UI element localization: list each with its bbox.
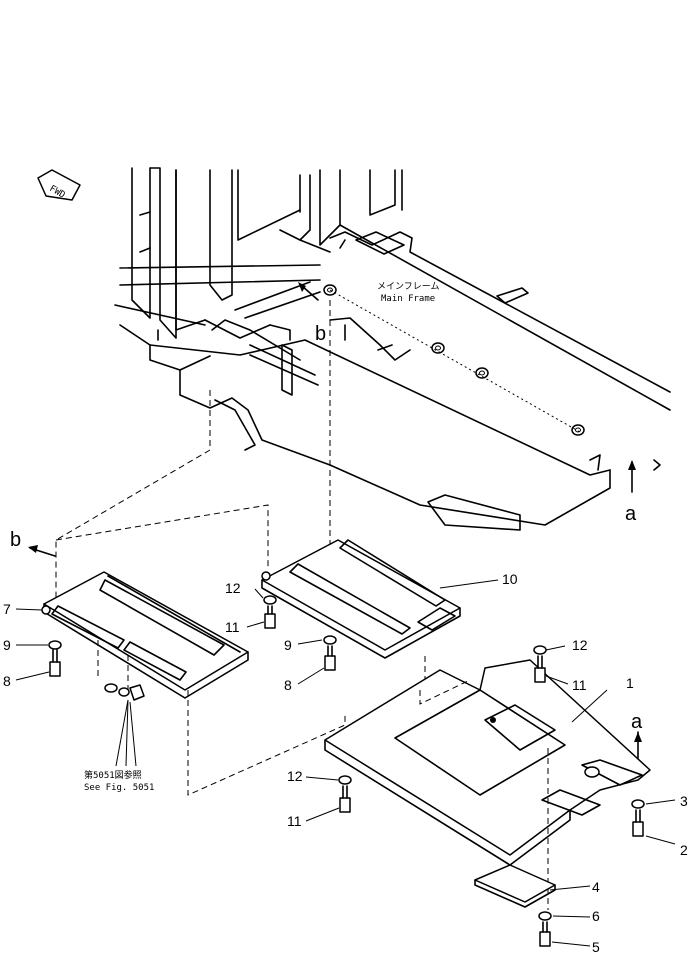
- main-frame-label-en: Main Frame: [381, 294, 435, 304]
- callout-12-center: 12: [225, 580, 241, 596]
- bolt-2-washer-3: [631, 799, 645, 837]
- small-cover-plate: [474, 864, 556, 908]
- main-frame-label: メインフレーム Main Frame: [377, 281, 439, 304]
- callout-11-center: 11: [225, 619, 240, 635]
- callout-9-center: 9: [284, 637, 292, 653]
- see-fig-parts: [104, 683, 145, 701]
- see-fig-note: 第5051図参照 See Fig. 5051: [84, 769, 154, 793]
- frame-nut: [571, 424, 585, 436]
- bolt-8-washer-9-center: [323, 635, 337, 671]
- callouts: 1 2 3 4 5 6 7 8 8 9 9 10 11 11 11 12 12 …: [3, 571, 688, 955]
- center-floor-plate: [261, 539, 461, 705]
- callout-4: 4: [592, 879, 600, 895]
- callout-6: 6: [592, 908, 600, 924]
- callout-7: 7: [3, 601, 11, 617]
- fwd-arrow-icon: FWD: [37, 169, 81, 201]
- view-arrow-a-lower: a: [631, 711, 643, 759]
- callout-8-left: 8: [3, 673, 11, 689]
- frame-nut: [475, 367, 489, 379]
- callout-10: 10: [502, 571, 518, 587]
- callout-12-front: 12: [287, 768, 303, 784]
- bolt-11-washer-12-center: [263, 595, 277, 629]
- bolt-11-washer-12-front: [338, 775, 352, 813]
- callout-11-front: 11: [287, 813, 302, 829]
- callout-8-center: 8: [284, 677, 292, 693]
- bolt-11-washer-12-right: [533, 645, 547, 683]
- view-label-b: b: [315, 323, 326, 345]
- frame-nut: [431, 342, 445, 354]
- main-floor-plate: [324, 659, 651, 910]
- callout-12-right: 12: [572, 637, 588, 653]
- view-arrow-b-left: b: [10, 529, 56, 557]
- callout-5: 5: [592, 939, 600, 955]
- callout-3: 3: [680, 793, 688, 809]
- main-frame-label-jp: メインフレーム: [377, 281, 439, 292]
- main-frame: [55, 167, 671, 605]
- callout-11-right: 11: [572, 677, 587, 693]
- view-label-a: a: [631, 711, 643, 733]
- view-label-b: b: [10, 529, 21, 551]
- callout-9-left: 9: [3, 637, 11, 653]
- left-floor-plate: [41, 504, 346, 796]
- view-label-a: a: [625, 503, 637, 525]
- see-fig-label-en: See Fig. 5051: [84, 783, 154, 793]
- view-arrow-b-upper: b: [298, 282, 326, 345]
- callout-2: 2: [680, 842, 688, 858]
- see-fig-label-jp: 第5051図参照: [84, 769, 142, 781]
- bolt-8-washer-9-left: [48, 640, 62, 677]
- bolt-5-washer-6: [538, 911, 552, 947]
- view-arrow-a-upper: a: [625, 459, 661, 525]
- callout-1: 1: [626, 675, 634, 691]
- leader-lines: [15, 579, 676, 947]
